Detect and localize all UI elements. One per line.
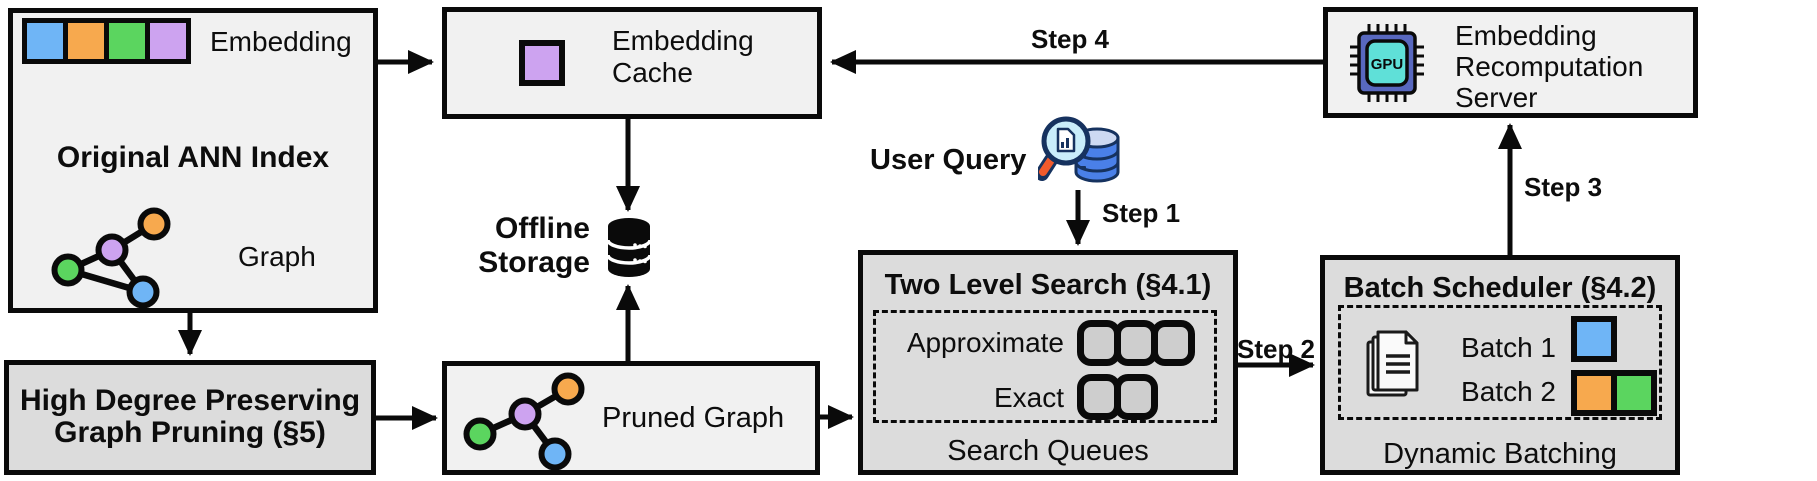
documents-icon bbox=[1366, 330, 1419, 397]
embedding-cache-line2: Cache bbox=[612, 57, 693, 88]
offline-storage-label: Offline Storage bbox=[440, 212, 590, 280]
search-queues-footer: Search Queues bbox=[947, 435, 1149, 467]
ann-index-title: Original ANN Index bbox=[56, 141, 330, 174]
queue-slot bbox=[1151, 320, 1195, 366]
step2-label: Step 2 bbox=[1236, 334, 1316, 364]
graph-label: Graph bbox=[238, 241, 316, 272]
two-level-search-box: Two Level Search (§4.1) Approximate Exac… bbox=[858, 250, 1238, 475]
exact-queue-slots bbox=[1077, 374, 1158, 420]
batch-scheduler-title: Batch Scheduler (§4.2) bbox=[1343, 272, 1657, 304]
batch-scheduler-box: Batch Scheduler (§4.2) Batch 1 Ba bbox=[1320, 255, 1680, 475]
dynamic-batching-footer: Dynamic Batching bbox=[1383, 438, 1617, 470]
batch2-label: Batch 2 bbox=[1461, 376, 1556, 407]
cached-embedding-square bbox=[519, 40, 565, 86]
queue-slot bbox=[1114, 374, 1158, 420]
graph-node-orange bbox=[137, 207, 171, 241]
embedding-cell-blue bbox=[27, 23, 63, 59]
embedding-cell-purple bbox=[150, 23, 186, 59]
graph-node-purple bbox=[508, 397, 542, 431]
queue-slot bbox=[1077, 374, 1121, 420]
approximate-label: Approximate bbox=[906, 327, 1064, 358]
embedding-cell-green bbox=[109, 23, 145, 59]
batch2-square-green bbox=[1611, 370, 1657, 416]
graph-pruning-line2: Graph Pruning (§5) bbox=[54, 416, 326, 449]
embedding-cache-box: Embedding Cache bbox=[442, 7, 822, 119]
batch1-squares bbox=[1571, 316, 1617, 362]
step3-label: Step 3 bbox=[1524, 172, 1603, 202]
exact-label: Exact bbox=[993, 382, 1064, 413]
database-icon bbox=[606, 218, 652, 277]
embedding-cache-line1: Embedding bbox=[612, 25, 754, 56]
pruned-graph-label: Pruned Graph bbox=[602, 402, 785, 434]
two-level-search-title: Two Level Search (§4.1) bbox=[884, 269, 1212, 301]
embedding-label: Embedding bbox=[210, 26, 352, 57]
approximate-queue-slots bbox=[1077, 320, 1195, 366]
batch2-squares bbox=[1571, 370, 1657, 416]
dynamic-batching-panel: Batch 1 Batch 2 bbox=[1338, 305, 1662, 420]
embedding-cell-orange bbox=[68, 23, 104, 59]
original-graph-illustration bbox=[51, 207, 171, 309]
server-line2: Recomputation bbox=[1455, 51, 1644, 82]
graph-node-blue bbox=[538, 437, 572, 471]
graph-pruning-title: High Degree Preserving Graph Pruning (§5… bbox=[9, 385, 371, 449]
step4-label: Step 4 bbox=[1030, 24, 1110, 54]
user-query-label: User Query bbox=[870, 144, 1027, 176]
offline-storage-line2: Storage bbox=[478, 246, 590, 279]
queue-slot bbox=[1077, 320, 1121, 366]
pruned-graph-illustration bbox=[463, 372, 585, 471]
graph-pruning-box: High Degree Preserving Graph Pruning (§5… bbox=[4, 360, 376, 475]
recomputation-server-label: Embedding Recomputation Server bbox=[1455, 20, 1643, 113]
offline-storage-line1: Offline bbox=[495, 212, 590, 245]
user-query-icon bbox=[1038, 116, 1120, 183]
graph-node-orange bbox=[551, 372, 585, 406]
step1-label: Step 1 bbox=[1102, 198, 1181, 228]
recomputation-server-box: GPU Embedding Recomputation Server bbox=[1323, 7, 1698, 118]
server-line3: Server bbox=[1455, 82, 1538, 113]
search-queues-panel: Approximate Exact bbox=[873, 310, 1217, 423]
pruned-graph-box: Pruned Graph bbox=[442, 361, 820, 475]
graph-node-blue bbox=[126, 275, 160, 309]
embedding-cache-label: Embedding Cache bbox=[612, 25, 754, 89]
graph-node-green bbox=[51, 253, 85, 287]
graph-node-purple bbox=[95, 233, 129, 267]
server-line1: Embedding bbox=[1455, 20, 1597, 51]
gpu-icon: GPU bbox=[1350, 24, 1424, 102]
graph-pruning-line1: High Degree Preserving bbox=[19, 384, 361, 417]
gpu-icon-label: GPU bbox=[1371, 56, 1404, 73]
batch1-square-blue bbox=[1571, 316, 1617, 362]
embedding-vector-strip bbox=[22, 18, 191, 64]
batch1-label: Batch 1 bbox=[1461, 332, 1556, 363]
original-ann-index-box: Embedding Original ANN Index Graph bbox=[8, 8, 378, 313]
graph-node-green bbox=[463, 417, 497, 451]
